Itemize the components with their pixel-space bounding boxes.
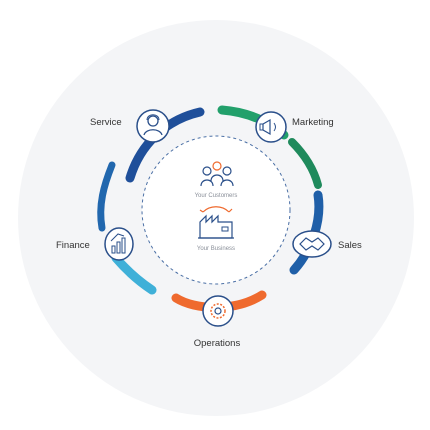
finance-arc — [111, 253, 157, 295]
finance-icon — [104, 227, 134, 261]
sales-label: Sales — [338, 240, 362, 251]
customers-label: Your Customers — [195, 193, 238, 199]
inner-dashed-ring — [141, 135, 291, 285]
exchange-icon — [199, 206, 233, 213]
marketing-arc-right — [288, 138, 322, 189]
operations-icon — [202, 295, 234, 327]
service-icon — [136, 109, 170, 143]
operations-label: Operations — [194, 338, 241, 349]
finance-label: Finance — [56, 240, 90, 251]
business-icon — [198, 214, 234, 239]
business-label: Your Business — [197, 246, 235, 252]
sales-icon — [292, 230, 332, 258]
service-label: Service — [90, 117, 122, 128]
service-arc-lower — [97, 161, 116, 232]
customers-icon — [200, 161, 234, 187]
marketing-label: Marketing — [292, 117, 334, 128]
marketing-icon — [255, 111, 287, 143]
